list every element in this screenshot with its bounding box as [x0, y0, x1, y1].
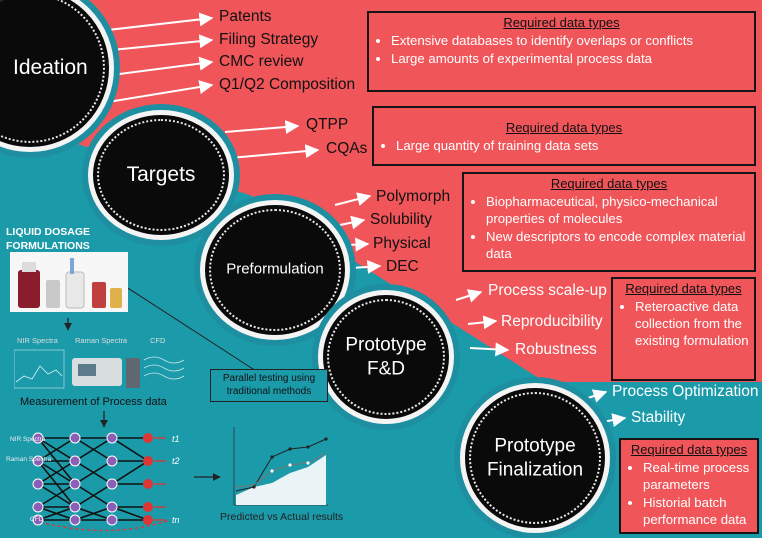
output-cmc-review: CMC review: [219, 53, 304, 70]
output-q1q2-composition: Q1/Q2 Composition: [219, 76, 356, 93]
nn-input-nir: NIR Spectra: [10, 436, 46, 443]
output-polymorph: Polymorph: [376, 188, 451, 205]
data-box-bullet: Reteroactive data collection from the ex…: [635, 298, 754, 349]
data-box-bullet: Real-time process parameters: [643, 459, 757, 493]
nn-input-raman: Raman Spectra: [6, 456, 52, 463]
circle-dotted-ring: [327, 299, 445, 415]
spectra-label-raman: Raman Spectra: [75, 336, 128, 345]
spectra-label-cfd: CFD: [150, 336, 166, 345]
data-box-heading: Required data types: [630, 442, 748, 457]
stage-label-ideation: Ideation: [13, 55, 88, 79]
product-image: [10, 252, 128, 312]
circle-dotted-ring: [469, 392, 601, 524]
connector-line: [99, 269, 271, 381]
spectra-label-nir: NIR Spectra: [17, 336, 58, 345]
data-box-bullet: Extensive databases to identify overlaps…: [391, 32, 754, 49]
output-qtpp: QTPP: [306, 116, 349, 133]
output-solubility: Solubility: [370, 211, 433, 228]
stage-label-prototype-fd: Prototype F&D: [345, 334, 427, 379]
data-box-heading: Required data types: [625, 281, 742, 296]
stage-circle-targets: Targets: [88, 110, 234, 240]
stage-circle-preformulation: Preformulation: [200, 200, 350, 340]
nn-output-t2: t2: [172, 456, 180, 466]
data-box-bullet: New descriptors to encode complex materi…: [486, 228, 754, 262]
data-box-bullet: Biopharmaceutical, physico-mechanical pr…: [486, 193, 754, 227]
stage-circle-prototype-finalization: Prototype Finalization: [460, 383, 610, 533]
data-box-prototype-finalization: Required data types Real-time process pa…: [619, 438, 759, 534]
data-box-preformulation: Required data types Biopharmaceutical, p…: [462, 172, 756, 272]
workflow-arrows: [64, 318, 221, 481]
output-robustness: Robustness: [515, 341, 597, 358]
output-physical: Physical: [373, 235, 431, 252]
nn-input-cfd: CFD: [30, 516, 44, 523]
workflow-title: LIQUID DOSAGE FORMULATIONS: [6, 226, 91, 252]
output-reproducibility: Reproducibility: [501, 313, 603, 330]
output-stability: Stability: [631, 409, 686, 426]
predicted-caption: Predicted vs Actual results: [220, 511, 344, 523]
data-box-bullet: Large quantity of training data sets: [396, 137, 754, 154]
data-box-heading: Required data types: [505, 120, 623, 135]
circle-dotted-ring: [97, 119, 225, 231]
output-dec: DEC: [386, 258, 419, 275]
output-cqas: CQAs: [326, 140, 368, 157]
circle-dotted-ring: [209, 209, 341, 331]
output-arrows: [107, 12, 627, 428]
nn-output-tn: tn: [172, 515, 180, 525]
stage-circle-prototype-fd: Prototype F&D: [318, 290, 454, 424]
output-process-optimization: Process Optimization: [612, 383, 759, 400]
output-patents: Patents: [219, 8, 272, 25]
data-box-ideation: Required data types Extensive databases …: [367, 11, 756, 92]
measurement-caption: Measurement of Process data: [20, 396, 167, 408]
stage-label-prototype-finalization: Prototype Finalization: [486, 435, 584, 480]
output-filing-strategy: Filing Strategy: [219, 31, 319, 48]
data-box-heading: Required data types: [550, 176, 668, 191]
data-box-targets: Required data types Large quantity of tr…: [372, 106, 756, 166]
nn-output-t1: t1: [172, 434, 180, 444]
measurement-equipment: [14, 349, 184, 389]
coral-band: [0, 0, 762, 382]
parallel-testing-box: Parallel testing using traditional metho…: [210, 369, 328, 402]
data-box-prototype-fd: Required data types Reteroactive data co…: [611, 277, 756, 381]
data-box-bullet: Historial batch performance data: [643, 494, 757, 528]
feedback-curve: [39, 519, 171, 532]
data-box-heading: Required data types: [503, 15, 620, 30]
predicted-vs-actual-chart: [233, 427, 328, 506]
stage-label-targets: Targets: [126, 162, 196, 186]
output-process-scale-up: Process scale-up: [488, 282, 607, 299]
stage-label-preformulation: Preformulation: [226, 260, 324, 278]
neural-network: [32, 432, 166, 526]
data-box-bullet: Large amounts of experimental process da…: [391, 50, 754, 67]
